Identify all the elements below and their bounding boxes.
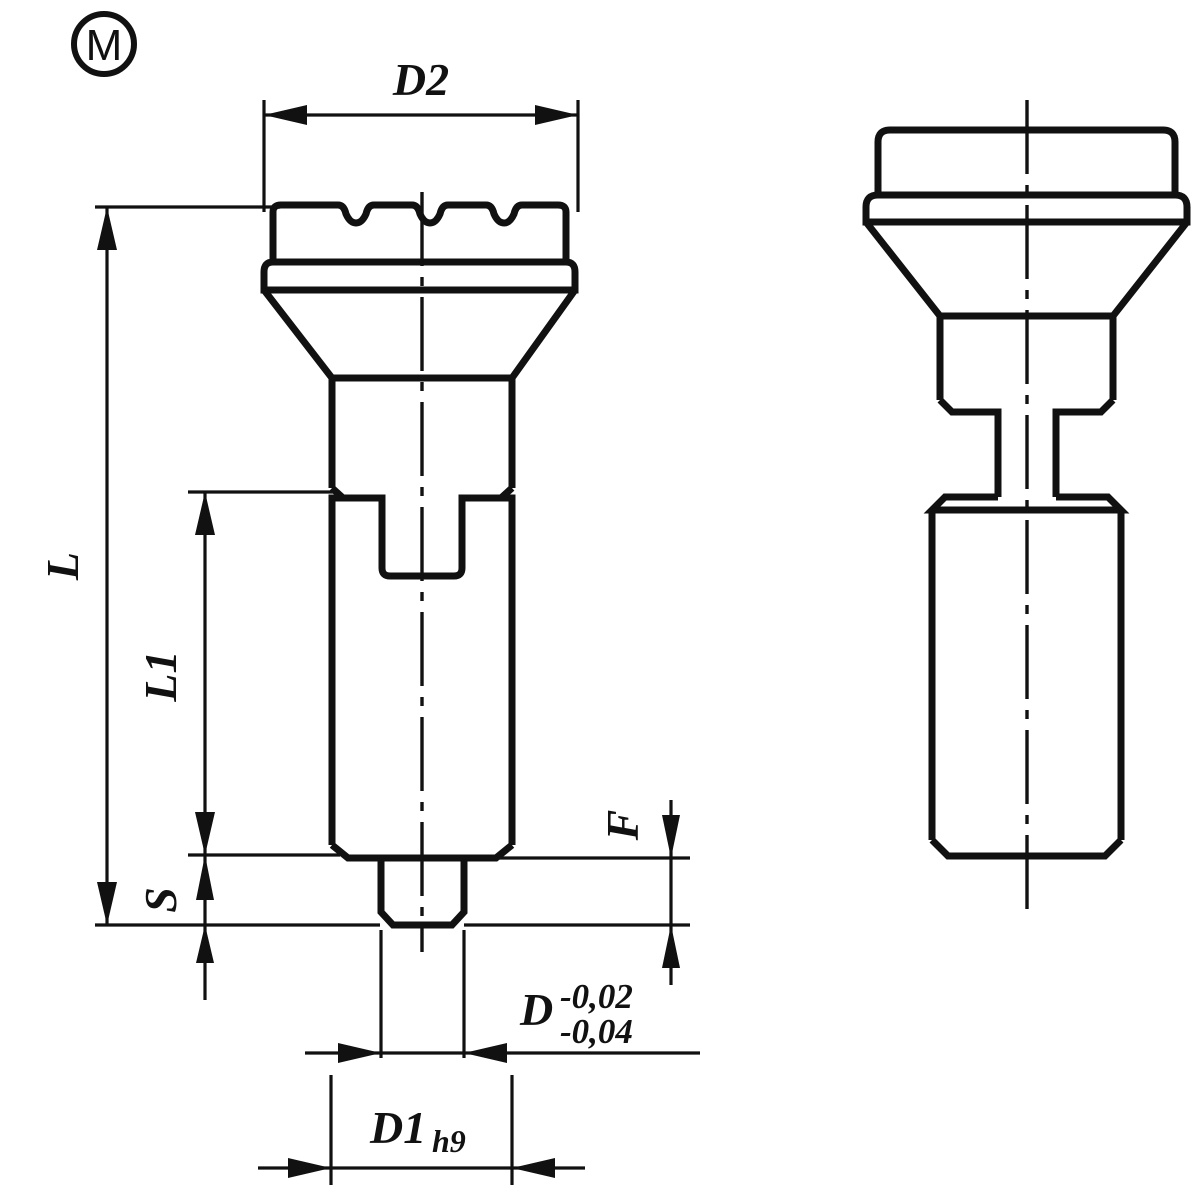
d-tolerance-lower: -0,04 bbox=[560, 1012, 633, 1051]
d-tolerance-upper: -0,02 bbox=[560, 977, 633, 1016]
dimension-l1: L1 bbox=[135, 490, 340, 857]
material-mark: M bbox=[71, 11, 137, 77]
d-arrow-left bbox=[338, 1043, 381, 1063]
d-arrow-right bbox=[464, 1043, 507, 1063]
l-arrow-bottom bbox=[97, 882, 117, 925]
d2-arrow-right bbox=[535, 105, 578, 125]
section-view bbox=[260, 192, 579, 952]
d1-label: D1 bbox=[369, 1102, 426, 1153]
ext-shoulder-right bbox=[1052, 397, 1116, 497]
s-arrow-top bbox=[196, 855, 214, 900]
f-arrow-upper bbox=[662, 815, 680, 858]
dimension-d: D -0,02 -0,04 bbox=[305, 930, 700, 1063]
knob-head-top-knurl bbox=[269, 201, 570, 227]
dimension-d1: D1 h9 bbox=[258, 1075, 585, 1185]
l1-arrow-top bbox=[195, 492, 215, 535]
knob-cone-skirt bbox=[261, 287, 578, 381]
dimension-d2: D2 bbox=[262, 54, 580, 212]
material-mark-label: M bbox=[86, 21, 123, 70]
knob-head-cylinder bbox=[269, 218, 570, 262]
external-view bbox=[862, 100, 1191, 918]
l-arrow-top bbox=[97, 207, 117, 250]
material-mark-circle bbox=[71, 11, 137, 77]
knob-flange bbox=[260, 258, 579, 294]
shaft-step-chamfer-right bbox=[491, 485, 516, 508]
l-label: L bbox=[37, 552, 88, 581]
l1-label: L1 bbox=[135, 650, 186, 702]
s-label: S bbox=[135, 887, 186, 913]
l1-arrow-bottom bbox=[195, 812, 215, 855]
f-label: F bbox=[597, 810, 648, 842]
ext-knob-cone-skirt bbox=[863, 219, 1190, 319]
dimension-s: S bbox=[135, 855, 214, 1000]
dimension-l: L bbox=[37, 205, 380, 927]
s-arrow-bottom bbox=[196, 925, 214, 963]
d1-fit-label: h9 bbox=[432, 1123, 466, 1159]
d2-arrow-left bbox=[264, 105, 307, 125]
f-arrow-lower bbox=[662, 925, 680, 968]
ext-shoulder-left bbox=[937, 397, 1002, 497]
d1-arrow-right bbox=[512, 1158, 555, 1178]
dimension-f: F bbox=[464, 800, 690, 985]
d-label: D bbox=[519, 984, 553, 1035]
d2-label: D2 bbox=[392, 54, 449, 105]
d1-arrow-left bbox=[288, 1158, 331, 1178]
